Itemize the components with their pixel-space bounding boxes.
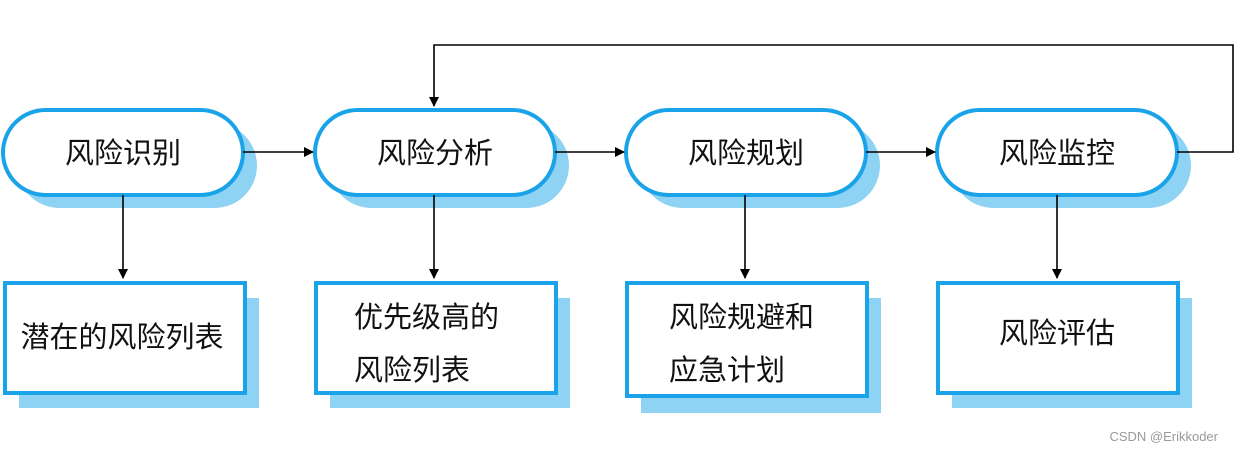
- output-label: 潜在的风险列表: [20, 320, 223, 354]
- watermark: CSDN @Erikkoder: [1109, 429, 1218, 444]
- feedback-loop-arrow: [429, 44, 1234, 153]
- node-label: 风险分析: [377, 136, 493, 170]
- process-node-monitor: 风险监控: [935, 108, 1179, 197]
- process-node-identify: 风险识别: [1, 108, 245, 197]
- output-label: 风险规避和: [669, 300, 814, 334]
- node-label: 风险识别: [65, 136, 181, 170]
- node-label: 风险监控: [999, 136, 1115, 170]
- output-label: 风险列表: [354, 353, 470, 387]
- node-label: 风险规划: [688, 136, 804, 170]
- process-node-analyze: 风险分析: [313, 108, 557, 197]
- output-label: 应急计划: [669, 353, 785, 387]
- output-box-avoidance-plan: 风险规避和 应急计划: [625, 281, 869, 398]
- output-box-potential-risks: 潜在的风险列表: [3, 281, 247, 395]
- process-node-plan: 风险规划: [624, 108, 868, 197]
- output-label: 风险评估: [999, 316, 1115, 350]
- output-label: 优先级高的: [354, 300, 499, 334]
- output-box-risk-assessment: 风险评估: [936, 281, 1180, 395]
- output-box-priority-risks: 优先级高的 风险列表: [314, 281, 558, 395]
